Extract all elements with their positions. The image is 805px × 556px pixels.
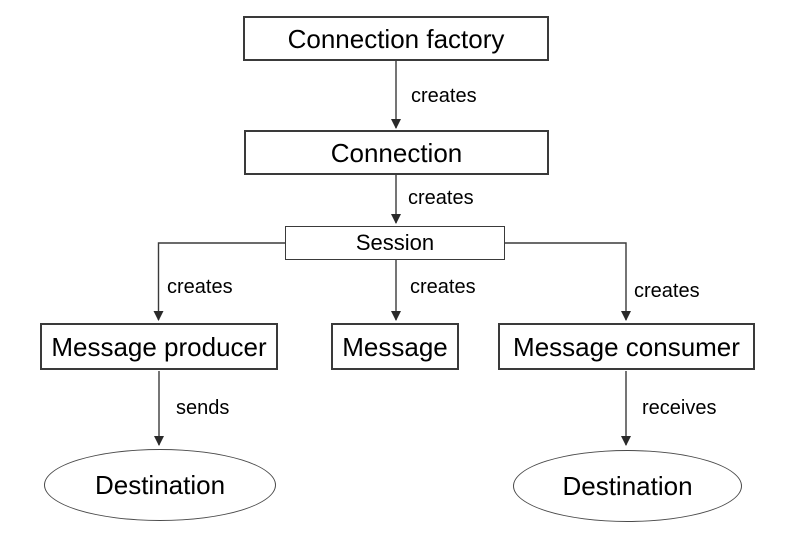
node-message-producer: Message producer	[40, 323, 278, 370]
edge-label-consumer-receives: receives	[642, 397, 717, 419]
edge-session-creates-consumer-line	[504, 242, 631, 321]
node-session: Session	[285, 226, 505, 260]
edge-label-factory-creates-connection: creates	[411, 85, 477, 107]
edge-label-session-creates-consumer: creates	[634, 280, 700, 302]
node-connection: Connection	[244, 130, 549, 175]
node-message-consumer: Message consumer	[498, 323, 755, 370]
node-connection-factory: Connection factory	[243, 16, 549, 61]
edge-session-creates-producer-line	[153, 242, 285, 321]
node-message: Message	[331, 323, 459, 370]
edge-label-connection-creates-session: creates	[408, 187, 474, 209]
edge-label-session-creates-message: creates	[410, 276, 476, 298]
edge-label-session-creates-producer: creates	[167, 276, 233, 298]
node-destination-consumer: Destination	[513, 450, 742, 522]
node-destination-producer: Destination	[44, 449, 276, 521]
edge-label-producer-sends: sends	[176, 397, 230, 419]
